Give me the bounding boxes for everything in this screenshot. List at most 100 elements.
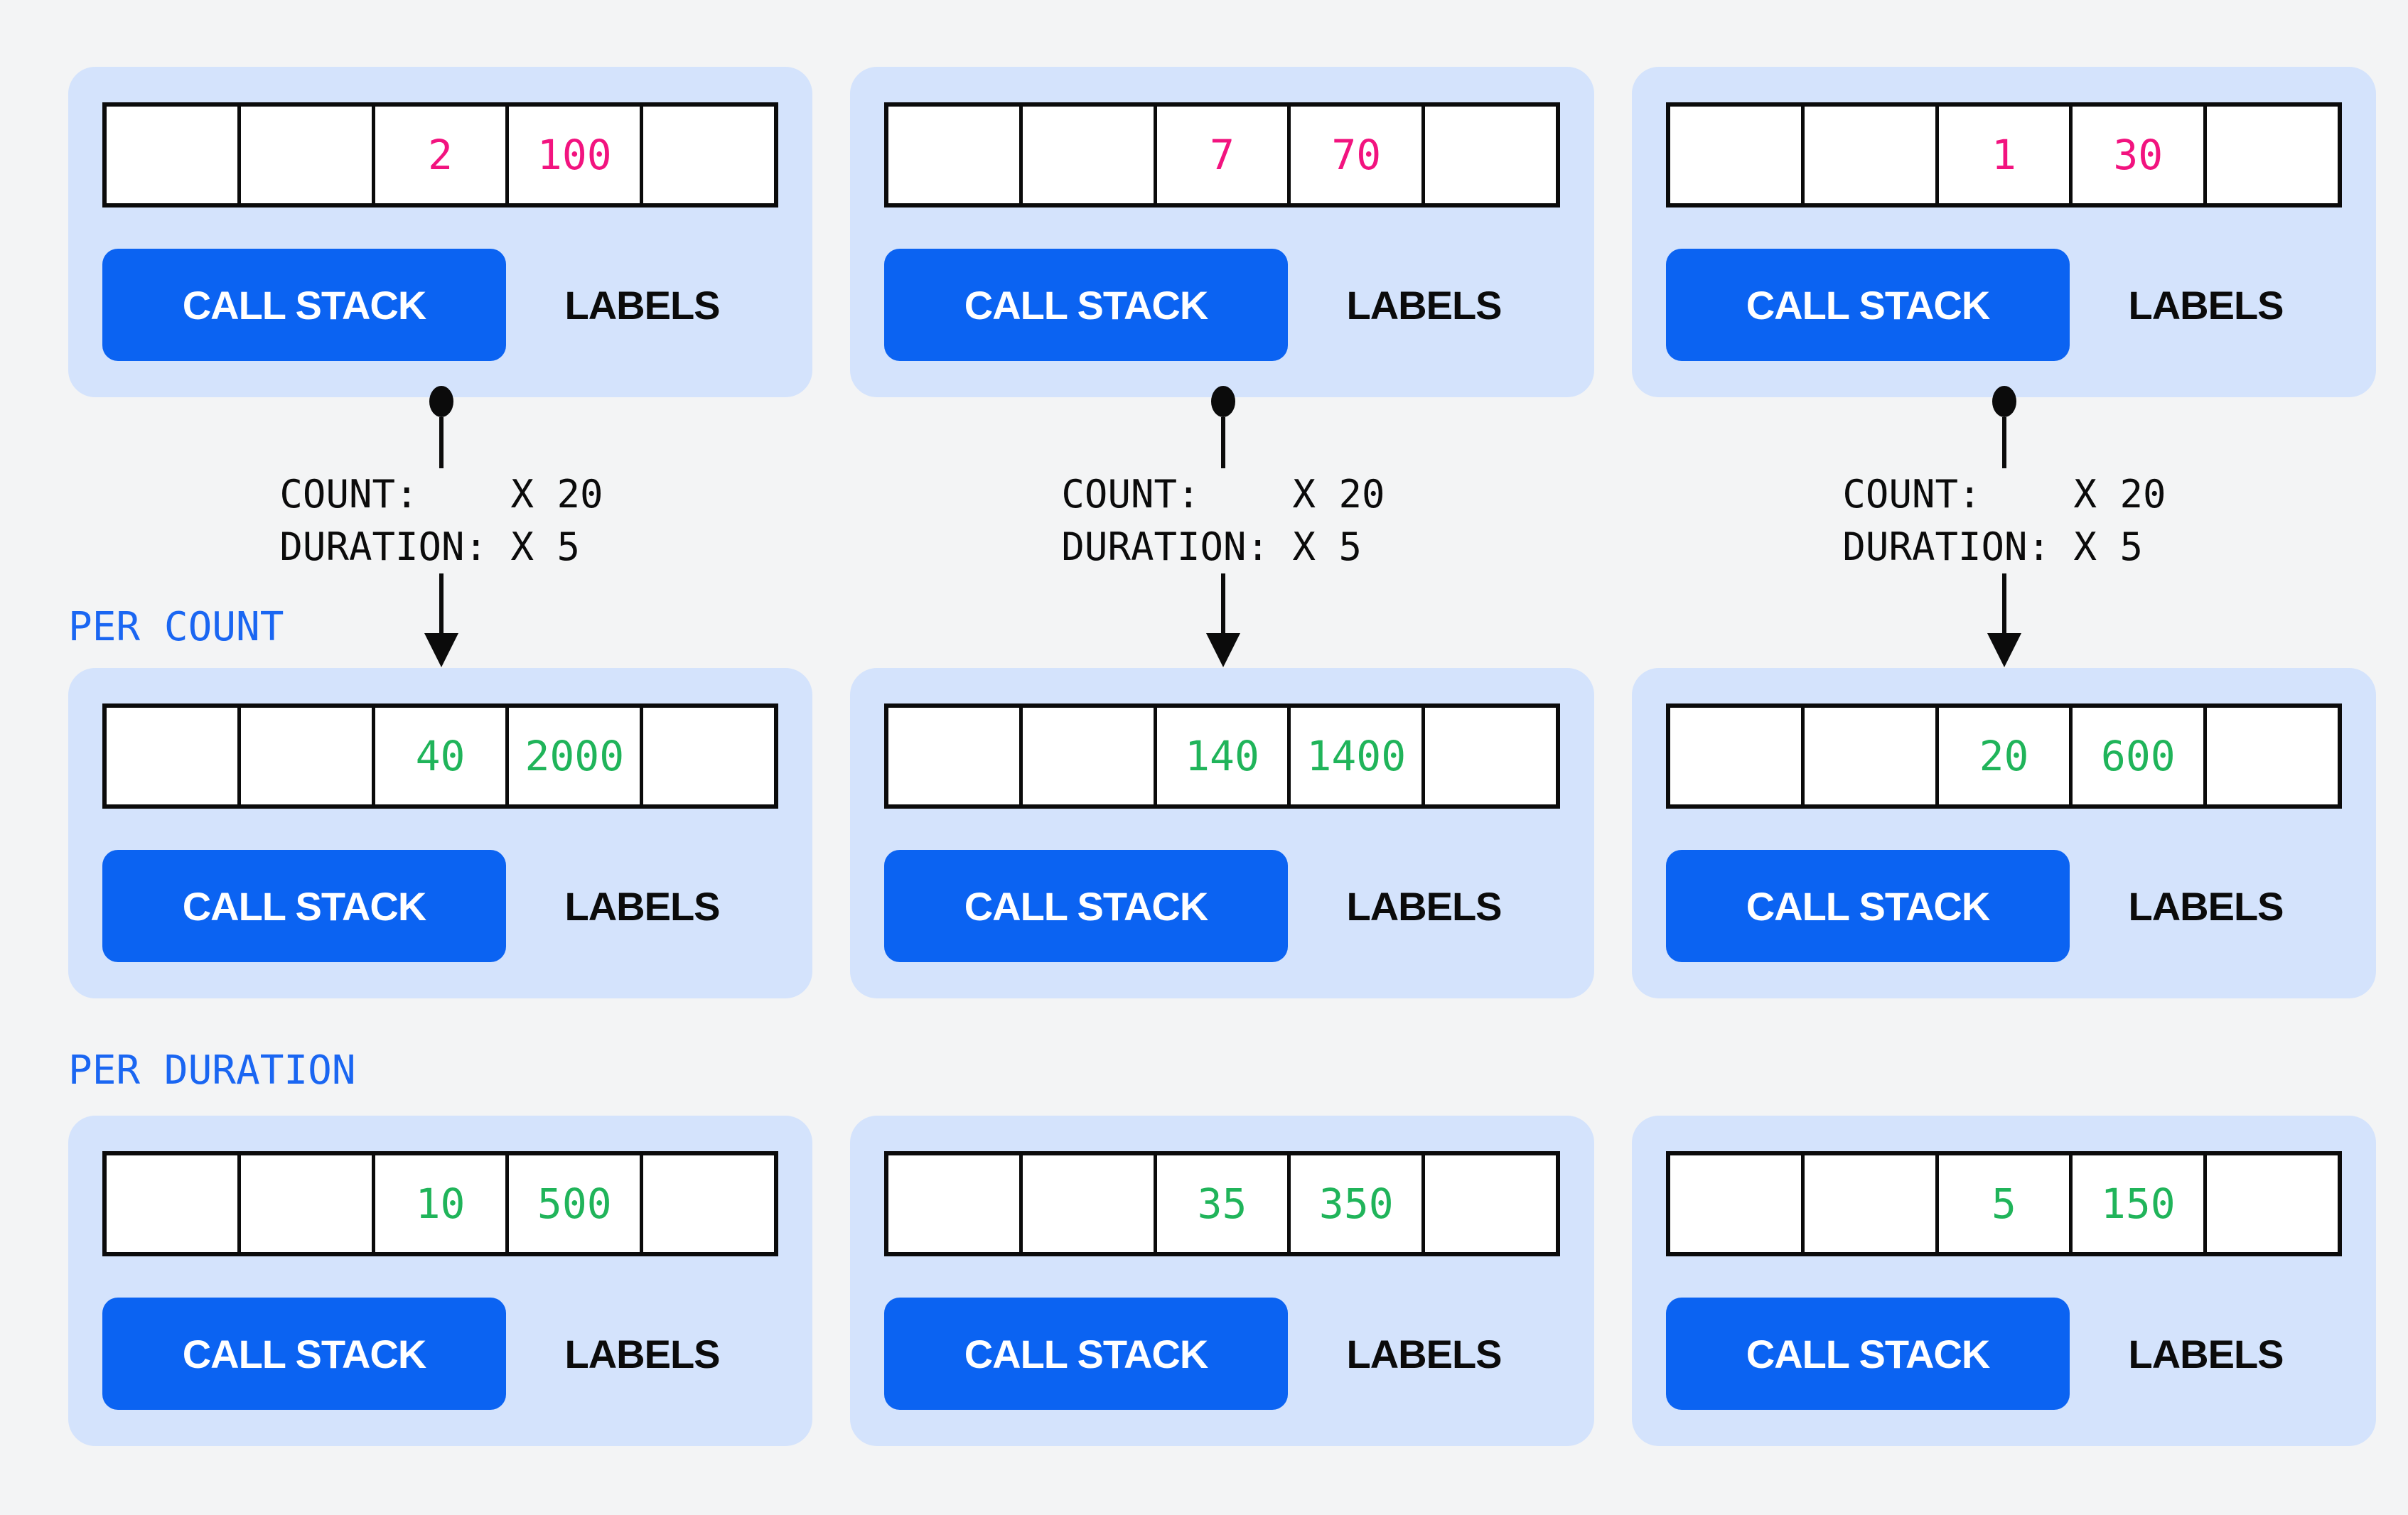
array-cell-empty [1670,1155,1801,1252]
labels-array: 10 500 [102,1151,778,1256]
duration-value: 2000 [525,732,625,780]
count-value: 7 [1210,131,1235,179]
duration-multiplier-text: DURATION: X 5 [1842,524,2144,569]
arrowhead-down-icon [424,633,458,667]
card-footer: CALL STACK LABELS [102,850,778,962]
duration-value: 30 [2113,131,2164,179]
call-stack-card: 5 150 CALL STACK LABELS [1632,1116,2376,1446]
call-stack-chip: CALL STACK [1666,1298,2070,1410]
array-cell-empty [643,708,774,804]
count-cell: 40 [375,708,506,804]
array-cell-empty [1425,708,1556,804]
duration-cell: 150 [2073,1155,2204,1252]
arrow-line [439,417,444,468]
labels-caption: LABELS [1346,883,1503,929]
card-footer: CALL STACK LABELS [102,1298,778,1410]
labels-array: 1 30 [1666,102,2342,207]
arrow-origin-dot [1211,386,1235,417]
labels-caption: LABELS [564,883,721,929]
labels-caption: LABELS [564,282,721,328]
duration-value: 600 [2100,732,2176,780]
count-cell: 7 [1156,107,1288,203]
labels-array: 140 1400 [884,703,1560,809]
duration-multiplier-text: DURATION: X 5 [279,524,581,569]
multiply-arrow: COUNT: X 20 DURATION: X 5 [257,386,626,667]
duration-value: 500 [537,1180,612,1228]
count-value: 20 [1979,732,2029,780]
call-stack-chip: CALL STACK [884,1298,1288,1410]
duration-value: 350 [1318,1180,1394,1228]
multiplier-note: COUNT: X 20 DURATION: X 5 [1061,468,1385,573]
arrowhead-down-icon [1987,633,2021,667]
duration-multiplier-text: DURATION: X 5 [1061,524,1362,569]
count-cell: 10 [375,1155,506,1252]
call-stack-card: 20 600 CALL STACK LABELS [1632,668,2376,998]
array-cell-empty [2207,1155,2338,1252]
call-stack-card: 40 2000 CALL STACK LABELS [68,668,812,998]
duration-cell: 70 [1291,107,1422,203]
count-value: 1 [1992,131,2016,179]
array-cell-empty [643,1155,774,1252]
array-cell-empty [1425,107,1556,203]
section-label-per-duration: PER DURATION [68,1047,356,1094]
array-cell-empty [1022,1155,1154,1252]
array-cell-empty [107,1155,237,1252]
duration-value: 1400 [1306,732,1407,780]
call-stack-card: 2 100 CALL STACK LABELS [68,67,812,397]
card-footer: CALL STACK LABELS [884,249,1560,361]
call-stack-card: 1 30 CALL STACK LABELS [1632,67,2376,397]
duration-cell: 350 [1291,1155,1422,1252]
card-footer: CALL STACK LABELS [884,850,1560,962]
card-footer: CALL STACK LABELS [884,1298,1560,1410]
cards-row-per-duration: 10 500 CALL STACK LABELS 35 350 CALL STA… [68,1116,2376,1446]
labels-array: 5 150 [1666,1151,2342,1256]
duration-cell: 30 [2073,107,2204,203]
array-cell-empty [1804,708,1935,804]
arrow-line [1221,573,1225,633]
labels-caption: LABELS [1346,1331,1503,1376]
labels-array: 35 350 [884,1151,1560,1256]
array-cell-empty [888,107,1019,203]
count-value: 5 [1992,1180,2016,1228]
call-stack-chip: CALL STACK [1666,850,2070,962]
array-cell-empty [1670,107,1801,203]
labels-caption: LABELS [2128,1331,2284,1376]
count-value: 140 [1185,732,1259,780]
call-stack-card: 35 350 CALL STACK LABELS [850,1116,1594,1446]
duration-cell: 100 [509,107,640,203]
call-stack-chip: CALL STACK [102,850,506,962]
labels-caption: LABELS [1346,282,1503,328]
call-stack-chip: CALL STACK [1666,249,2070,361]
count-multiplier-text: COUNT: X 20 [1061,472,1385,517]
call-stack-chip: CALL STACK [102,249,506,361]
labels-array: 20 600 [1666,703,2342,809]
labels-caption: LABELS [2128,282,2284,328]
count-cell: 140 [1156,708,1288,804]
arrow-origin-dot [1992,386,2016,417]
array-cell-empty [107,107,237,203]
duration-value: 100 [537,131,612,179]
array-cell-empty [1804,107,1935,203]
multiplier-note: COUNT: X 20 DURATION: X 5 [1842,468,2166,573]
array-cell-empty [1425,1155,1556,1252]
array-cell-empty [107,708,237,804]
section-label-per-count: PER COUNT [68,604,284,650]
count-cell: 5 [1938,1155,2070,1252]
card-footer: CALL STACK LABELS [1666,249,2342,361]
array-cell-empty [2207,708,2338,804]
card-footer: CALL STACK LABELS [102,249,778,361]
count-cell: 35 [1156,1155,1288,1252]
count-value: 2 [428,131,453,179]
duration-value: 70 [1331,131,1382,179]
call-stack-chip: CALL STACK [102,1298,506,1410]
call-stack-card: 140 1400 CALL STACK LABELS [850,668,1594,998]
arrow-line [2002,573,2006,633]
cards-row-initial: 2 100 CALL STACK LABELS 7 70 CALL STACK … [68,67,2376,397]
card-footer: CALL STACK LABELS [1666,1298,2342,1410]
multiplier-note: COUNT: X 20 DURATION: X 5 [279,468,603,573]
array-cell-empty [643,107,774,203]
count-cell: 20 [1938,708,2070,804]
array-cell-empty [240,1155,372,1252]
labels-caption: LABELS [564,1331,721,1376]
